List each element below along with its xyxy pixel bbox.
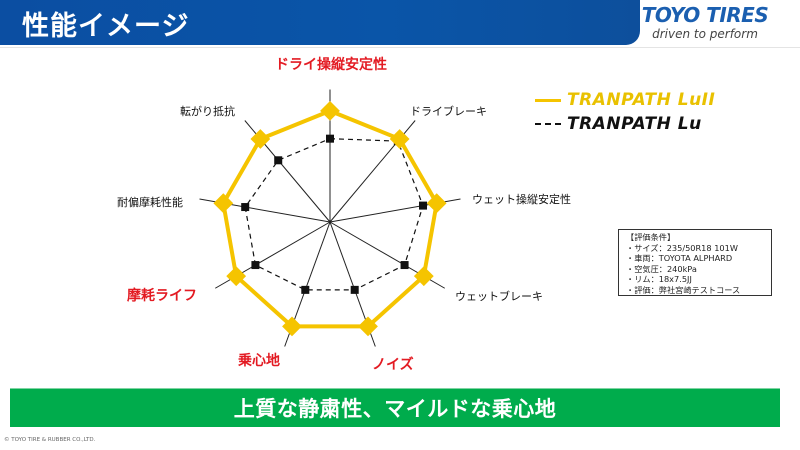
legend-item-luii: TRANPATH LuII xyxy=(535,88,775,112)
condition-pressure: ・空気圧：240kPa xyxy=(626,263,697,274)
square-marker xyxy=(419,201,428,210)
series-line xyxy=(221,108,439,329)
radar-chart-svg xyxy=(199,89,461,347)
condition-rim: ・リム：18x7.5JJ xyxy=(626,274,692,284)
header-bar: 性能イメージ xyxy=(0,0,640,45)
axis-label-wet-brake: ウェットブレーキ xyxy=(455,290,543,303)
diamond-marker xyxy=(358,316,378,337)
diamond-marker xyxy=(426,193,447,214)
square-marker xyxy=(326,134,334,143)
logo-tagline: driven to perform xyxy=(652,27,758,41)
axis-label-dry-handling: ドライ操縦安定性 xyxy=(275,57,387,73)
diamond-marker xyxy=(413,266,434,287)
chart-legend: TRANPATH LuII TRANPATH Lu xyxy=(535,88,775,136)
square-marker xyxy=(350,285,359,294)
solid-line-icon xyxy=(535,98,561,102)
condition-course: ・評価：弊社宮崎テストコース xyxy=(626,284,741,295)
square-marker xyxy=(251,261,260,270)
summary-banner: 上質な静粛性、マイルドな乗心地 xyxy=(10,388,780,427)
dashed-line-icon xyxy=(535,123,561,125)
diamond-marker xyxy=(389,129,410,149)
square-marker xyxy=(241,203,250,212)
axis-label-wear-life: 摩耗ライフ xyxy=(127,288,197,304)
header-divider xyxy=(0,47,800,48)
square-marker xyxy=(400,261,409,270)
evaluation-conditions-box: 【評価条件】 ・サイズ：235/50R18 101W ・車両：TOYOTA AL… xyxy=(618,229,772,296)
condition-vehicle: ・車両：TOYOTA ALPHARD xyxy=(626,253,733,263)
axis-label-rolling-resistance: 転がり抵抗 xyxy=(180,105,235,118)
radar-chart: ドライ操縦安定性 ドライブレーキ ウェット操縦安定性 ウェットブレーキ ノイズ … xyxy=(0,48,800,378)
diamond-marker xyxy=(320,100,340,121)
page-title: 性能イメージ xyxy=(22,11,190,42)
square-marker xyxy=(301,285,310,294)
copyright-text: © TOYO TIRE & RUBBER CO.,LTD. xyxy=(4,437,96,443)
conditions-title: 【評価条件】 xyxy=(626,232,676,242)
square-marker xyxy=(274,156,283,165)
series-line xyxy=(244,138,424,291)
diamond-marker xyxy=(282,316,302,337)
banner-text: 上質な静粛性、マイルドな乗心地 xyxy=(233,397,557,421)
axis-label-dry-brake: ドライブレーキ xyxy=(410,105,487,118)
axis-label-ride-comfort: 乗心地 xyxy=(238,353,280,369)
legend-item-lu: TRANPATH Lu xyxy=(535,112,775,136)
axis-label-wet-handling: ウェット操縦安定性 xyxy=(472,193,571,206)
legend-label: TRANPATH LuII xyxy=(567,90,716,110)
legend-label: TRANPATH Lu xyxy=(567,114,702,134)
condition-size: ・サイズ：235/50R18 101W xyxy=(626,242,738,253)
diamond-marker xyxy=(250,129,271,149)
diamond-marker xyxy=(226,266,247,287)
axis-label-noise: ノイズ xyxy=(372,357,414,373)
logo-brand: TOYO TIRES xyxy=(641,3,769,27)
diamond-marker xyxy=(213,193,234,214)
axis-label-uneven-wear: 耐偏摩耗性能 xyxy=(117,196,183,209)
brand-logo: TOYO TIRES driven to perform xyxy=(620,3,790,41)
